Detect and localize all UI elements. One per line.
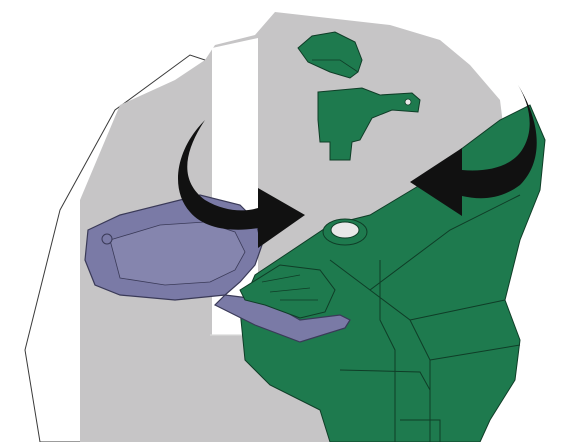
lever-plate-hole xyxy=(102,234,112,244)
round-button xyxy=(323,219,367,245)
